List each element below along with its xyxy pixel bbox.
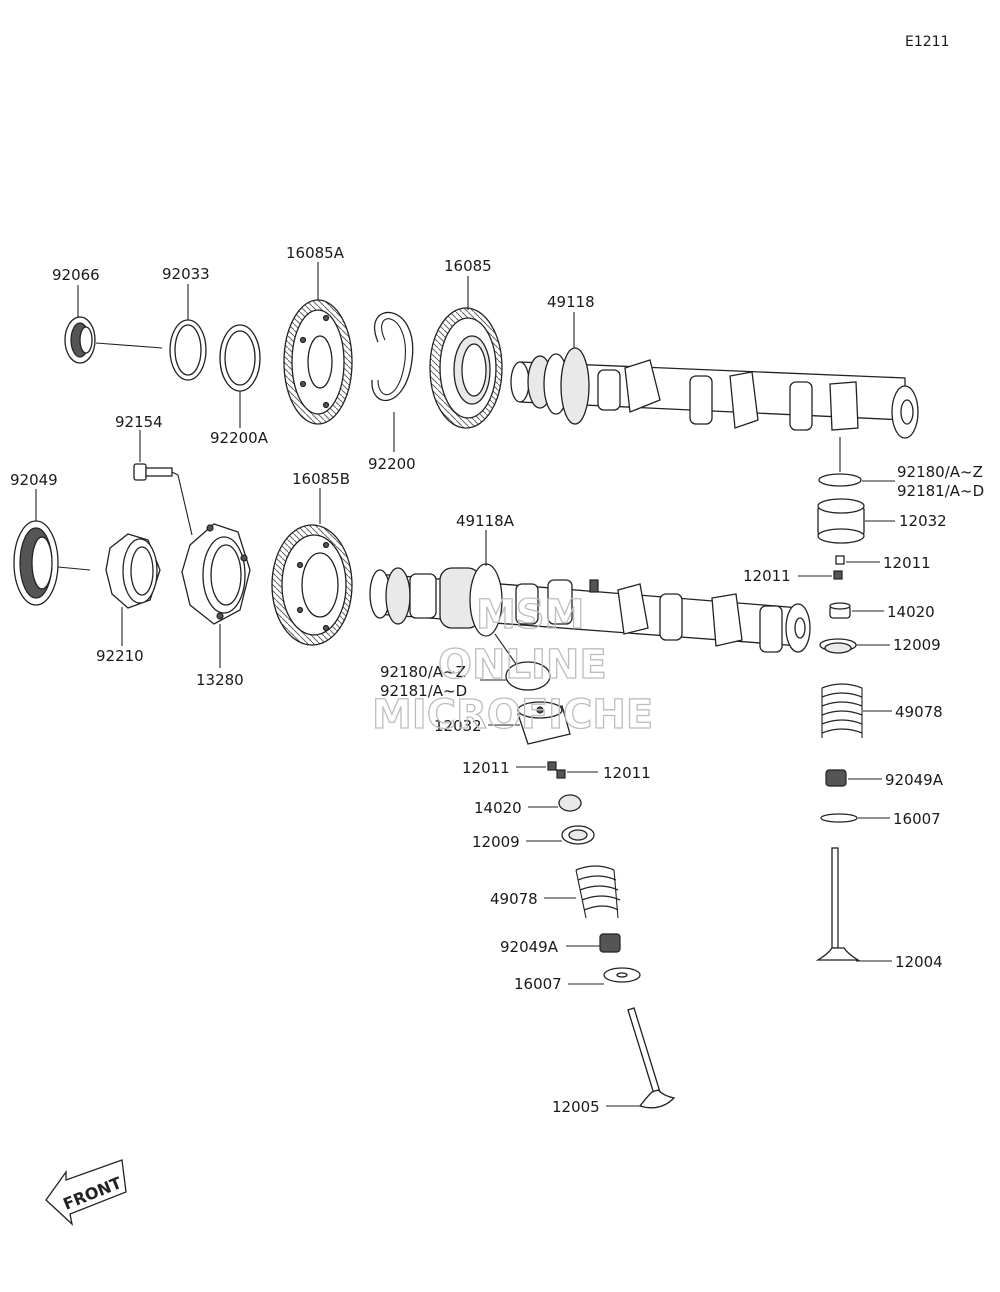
label-92200A[interactable]: 92200A bbox=[210, 429, 269, 447]
label-12009-right[interactable]: 12009 bbox=[893, 636, 941, 654]
circlip-92200[interactable] bbox=[371, 311, 414, 402]
retainer-14020-right[interactable] bbox=[829, 602, 851, 619]
label-92181-mid[interactable]: 92181/A~D bbox=[380, 682, 467, 700]
plate-13280[interactable] bbox=[181, 523, 251, 625]
spring-seat-12009-right[interactable] bbox=[819, 638, 857, 654]
seat-16007-mid[interactable] bbox=[603, 967, 641, 983]
label-92154[interactable]: 92154 bbox=[115, 413, 163, 431]
label-16007-mid[interactable]: 16007 bbox=[514, 975, 562, 993]
label-92033[interactable]: 92033 bbox=[162, 265, 210, 283]
watermark-line-2: ONLINE bbox=[438, 642, 607, 688]
spring-seat-12009-mid[interactable] bbox=[561, 825, 595, 845]
retainer-14020-mid[interactable] bbox=[558, 794, 582, 812]
valve-12004-exhaust[interactable] bbox=[815, 847, 861, 961]
label-16085B[interactable]: 16085B bbox=[292, 470, 350, 488]
shim-92180-right[interactable] bbox=[818, 473, 862, 487]
label-92180-right[interactable]: 92180/A~Z bbox=[897, 463, 983, 481]
camshaft-49118A[interactable] bbox=[369, 563, 811, 653]
snap-ring-92033[interactable] bbox=[169, 319, 207, 381]
nut-92210[interactable] bbox=[105, 533, 161, 609]
label-12011-mid-1[interactable]: 12011 bbox=[462, 759, 510, 777]
label-49078-right[interactable]: 49078 bbox=[895, 703, 943, 721]
label-12032-mid[interactable]: 12032 bbox=[434, 717, 482, 735]
camshaft-49118[interactable] bbox=[510, 347, 919, 439]
cotter-12011-right-1[interactable] bbox=[835, 555, 845, 565]
oil-seal-92049[interactable] bbox=[13, 520, 59, 606]
gear-16085[interactable] bbox=[429, 307, 503, 429]
shim-92180-mid[interactable] bbox=[505, 661, 551, 691]
label-14020-right[interactable]: 14020 bbox=[887, 603, 935, 621]
label-12004[interactable]: 12004 bbox=[895, 953, 943, 971]
cotter-12011-mid-2[interactable] bbox=[556, 769, 566, 779]
label-14020-mid[interactable]: 14020 bbox=[474, 799, 522, 817]
label-12005[interactable]: 12005 bbox=[552, 1098, 600, 1116]
watermark-line-3: MICROFICHE bbox=[372, 692, 653, 738]
diagram-code: E1211 bbox=[905, 34, 949, 50]
label-49078-mid[interactable]: 49078 bbox=[490, 890, 538, 908]
front-arrow-icon: FRONT bbox=[45, 1159, 127, 1226]
label-92049[interactable]: 92049 bbox=[10, 471, 58, 489]
valve-spring-49078-right[interactable] bbox=[821, 683, 863, 738]
watermark-line-1: MSM bbox=[476, 592, 584, 638]
label-92180-mid[interactable]: 92180/A~Z bbox=[380, 663, 466, 681]
cotter-12011-mid-1[interactable] bbox=[547, 761, 557, 771]
label-92066[interactable]: 92066 bbox=[52, 266, 100, 284]
stem-seal-92049A-right[interactable] bbox=[825, 769, 847, 787]
ring-92200A[interactable] bbox=[219, 324, 261, 392]
bolt-92154[interactable] bbox=[133, 463, 173, 481]
seat-16007-right[interactable] bbox=[820, 813, 858, 823]
tappet-12032-mid[interactable] bbox=[517, 701, 571, 745]
tappet-12032-right[interactable] bbox=[817, 498, 865, 544]
label-12009-mid[interactable]: 12009 bbox=[472, 833, 520, 851]
label-92210[interactable]: 92210 bbox=[96, 647, 144, 665]
label-12011-right-1[interactable]: 12011 bbox=[883, 554, 931, 572]
gear-16085B[interactable] bbox=[271, 524, 353, 646]
gear-16085A[interactable] bbox=[283, 299, 353, 425]
label-16085A[interactable]: 16085A bbox=[286, 244, 345, 262]
stem-seal-92049A-mid[interactable] bbox=[599, 933, 621, 953]
oil-seal-92066[interactable] bbox=[64, 316, 96, 364]
valve-12005-intake[interactable] bbox=[627, 1007, 676, 1109]
label-13280[interactable]: 13280 bbox=[196, 671, 244, 689]
label-12011-right-2[interactable]: 12011 bbox=[743, 567, 791, 585]
label-12011-mid-2[interactable]: 12011 bbox=[603, 764, 651, 782]
label-12032-right[interactable]: 12032 bbox=[899, 512, 947, 530]
label-92200[interactable]: 92200 bbox=[368, 455, 416, 473]
label-49118A[interactable]: 49118A bbox=[456, 512, 515, 530]
label-16007-right[interactable]: 16007 bbox=[893, 810, 941, 828]
cotter-12011-right-2[interactable] bbox=[833, 570, 843, 580]
label-49118[interactable]: 49118 bbox=[547, 293, 595, 311]
watermark: MSM ONLINE MICROFICHE bbox=[371, 591, 654, 738]
label-92049A-right[interactable]: 92049A bbox=[885, 771, 944, 789]
valve-spring-49078-mid[interactable] bbox=[575, 865, 621, 919]
label-16085[interactable]: 16085 bbox=[444, 257, 492, 275]
label-92181-right[interactable]: 92181/A~D bbox=[897, 482, 984, 500]
label-92049A-mid[interactable]: 92049A bbox=[500, 938, 559, 956]
